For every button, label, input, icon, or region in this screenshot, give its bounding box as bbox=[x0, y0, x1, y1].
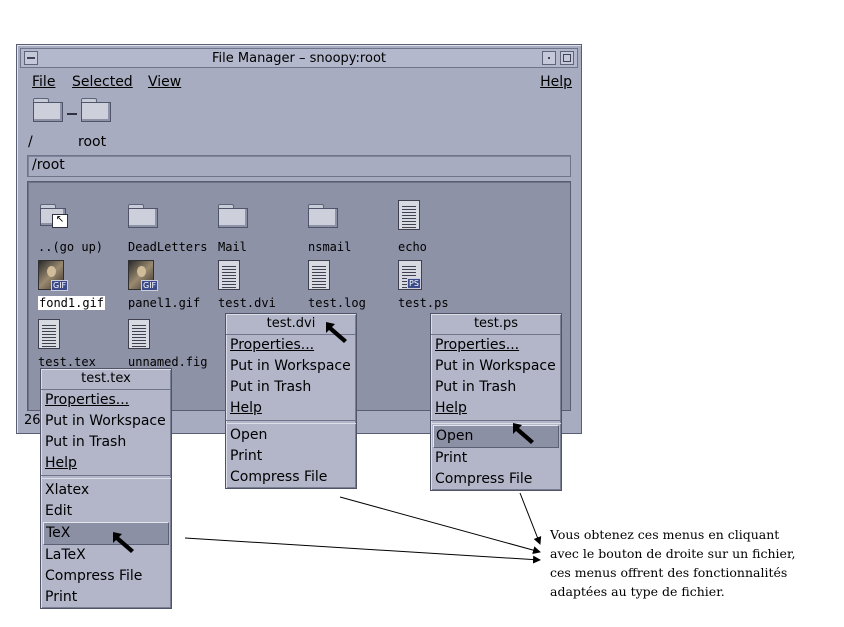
file-item[interactable]: nsmail bbox=[308, 204, 388, 254]
menu-title: test.ps bbox=[431, 314, 561, 335]
menu-item-open[interactable]: Open bbox=[230, 427, 268, 443]
file-item[interactable]: echo bbox=[398, 200, 478, 254]
menu-title: test.tex bbox=[41, 369, 171, 390]
menu-item-properties[interactable]: Properties... bbox=[230, 337, 315, 353]
caption-text: Vous obtenez ces menus en cliquant avec … bbox=[550, 527, 796, 599]
menu-item-help[interactable]: Help bbox=[230, 400, 262, 416]
title-bar[interactable]: File Manager – snoopy:root bbox=[20, 48, 578, 68]
menu-item-put-in-workspace[interactable]: Put in Workspace bbox=[45, 413, 166, 429]
annotation-arrow bbox=[519, 492, 542, 545]
document-icon bbox=[398, 200, 420, 230]
document-icon bbox=[38, 319, 60, 349]
menu-item-compress-file[interactable]: Compress File bbox=[45, 568, 143, 584]
file-item[interactable]: DeadLetters bbox=[128, 204, 208, 254]
menu-item-edit[interactable]: Edit bbox=[45, 503, 73, 519]
document-icon bbox=[128, 319, 150, 349]
path-icons: / root bbox=[20, 95, 578, 153]
path-label-slash: / bbox=[28, 134, 33, 150]
menu-item-compress-file[interactable]: Compress File bbox=[230, 469, 328, 485]
menu-item-put-in-trash[interactable]: Put in Trash bbox=[230, 379, 312, 395]
menu-separator bbox=[41, 475, 171, 479]
menu-view[interactable]: View bbox=[148, 74, 182, 90]
file-item[interactable]: GIF fond1.gif bbox=[38, 260, 118, 310]
menu-separator bbox=[226, 420, 356, 424]
menu-bar: File Selected View Help bbox=[20, 70, 578, 94]
document-icon bbox=[308, 260, 330, 290]
menu-item-tex[interactable]: TeX bbox=[43, 522, 169, 545]
file-item[interactable]: ↖ ..(go up) bbox=[38, 204, 118, 254]
window-title: File Manager – snoopy:root bbox=[212, 51, 386, 66]
annotation-arrow bbox=[339, 496, 541, 555]
status-bar: 26 bbox=[24, 413, 41, 428]
menu-item-properties[interactable]: Properties... bbox=[45, 392, 130, 408]
menu-item-print[interactable]: Print bbox=[230, 448, 263, 464]
menu-item-open[interactable]: Open bbox=[433, 425, 559, 448]
minimize-button[interactable] bbox=[542, 51, 556, 65]
root-folder-icon[interactable] bbox=[33, 98, 65, 124]
file-item[interactable]: test.log bbox=[308, 260, 388, 310]
file-item[interactable]: unnamed.fig bbox=[128, 319, 208, 369]
document-icon bbox=[218, 260, 240, 290]
context-menu-ps: test.ps Properties... Put in Workspace P… bbox=[430, 313, 562, 491]
window-menu-button[interactable] bbox=[24, 51, 38, 65]
file-item[interactable]: PS test.ps bbox=[398, 260, 478, 310]
menu-item-latex[interactable]: LaTeX bbox=[45, 547, 86, 563]
menu-item-put-in-trash[interactable]: Put in Trash bbox=[435, 379, 517, 395]
path-label-root: root bbox=[78, 134, 107, 150]
selected-file-label: fond1.gif bbox=[38, 296, 106, 310]
menu-item-xlatex[interactable]: Xlatex bbox=[45, 482, 90, 498]
menu-item-put-in-workspace[interactable]: Put in Workspace bbox=[230, 358, 351, 374]
menu-item-print[interactable]: Print bbox=[45, 589, 78, 605]
menu-help[interactable]: Help bbox=[540, 74, 572, 90]
menu-item-put-in-trash[interactable]: Put in Trash bbox=[45, 434, 127, 450]
path-connector bbox=[67, 113, 77, 115]
context-menu-dvi: test.dvi Properties... Put in Workspace … bbox=[225, 313, 357, 489]
menu-item-compress-file[interactable]: Compress File bbox=[435, 471, 533, 487]
context-menu-tex: test.tex Properties... Put in Workspace … bbox=[40, 368, 172, 609]
maximize-button[interactable] bbox=[560, 51, 574, 65]
menu-item-help[interactable]: Help bbox=[45, 455, 77, 471]
menu-selected[interactable]: Selected bbox=[72, 74, 133, 90]
file-item[interactable]: test.dvi bbox=[218, 260, 298, 310]
file-item[interactable]: Mail bbox=[218, 204, 298, 254]
menu-item-print[interactable]: Print bbox=[435, 450, 468, 466]
menu-item-help[interactable]: Help bbox=[435, 400, 467, 416]
annotation-arrow bbox=[184, 537, 541, 564]
file-item[interactable]: GIF panel1.gif bbox=[128, 260, 208, 310]
postscript-icon: PS bbox=[398, 260, 422, 290]
menu-file[interactable]: File bbox=[32, 74, 56, 90]
menu-item-put-in-workspace[interactable]: Put in Workspace bbox=[435, 358, 556, 374]
menu-item-properties[interactable]: Properties... bbox=[435, 337, 520, 353]
folder-icon[interactable] bbox=[81, 98, 113, 124]
menu-separator bbox=[431, 420, 561, 424]
gif-image-icon: GIF bbox=[38, 260, 69, 291]
menu-title: test.dvi bbox=[226, 314, 356, 335]
path-field[interactable]: /root bbox=[27, 155, 571, 177]
file-item[interactable]: test.tex bbox=[38, 319, 118, 369]
gif-image-icon: GIF bbox=[128, 260, 159, 291]
